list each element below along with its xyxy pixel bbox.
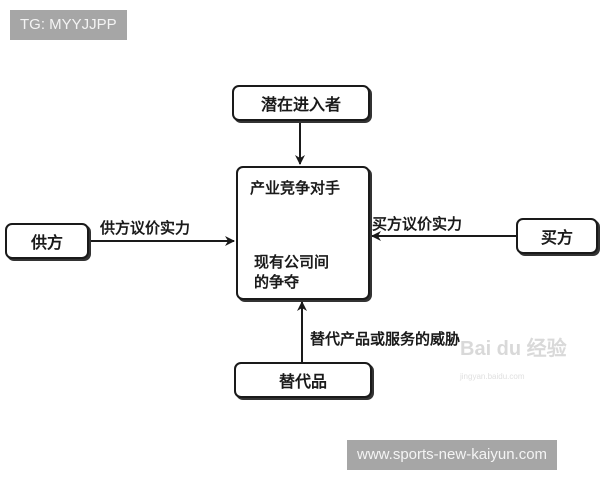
node-label: 买方 bbox=[540, 228, 573, 247]
site-url-badge: www.sports-new-kaiyun.com bbox=[347, 440, 558, 470]
node-industry-competitors: 产业竞争对手 现有公司间 的争夺 bbox=[236, 166, 370, 300]
node-label: 供方 bbox=[30, 233, 63, 252]
baidu-watermark: Bai du 经验 bbox=[460, 338, 567, 360]
tg-badge: TG: MYYJJPP bbox=[10, 10, 127, 40]
center-subtitle-line1: 现有公司间 bbox=[254, 253, 330, 271]
edge-label-buyer-power: 买方议价实力 bbox=[372, 215, 463, 233]
node-substitutes: 替代品 bbox=[234, 362, 372, 398]
node-potential-entrants: 潜在进入者 bbox=[232, 85, 370, 121]
edge-label-supplier-power: 供方议价实力 bbox=[100, 219, 191, 237]
baidu-watermark-url: jingyan.baidu.com bbox=[460, 372, 525, 381]
edge-label-substitute-threat: 替代产品或服务的威胁 bbox=[310, 330, 461, 348]
node-label: 替代品 bbox=[278, 372, 327, 391]
center-title: 产业竞争对手 bbox=[250, 179, 341, 197]
node-suppliers: 供方 bbox=[5, 223, 89, 259]
node-buyers: 买方 bbox=[516, 218, 598, 254]
node-label: 潜在进入者 bbox=[260, 95, 341, 114]
center-subtitle-line2: 的争夺 bbox=[254, 273, 300, 291]
